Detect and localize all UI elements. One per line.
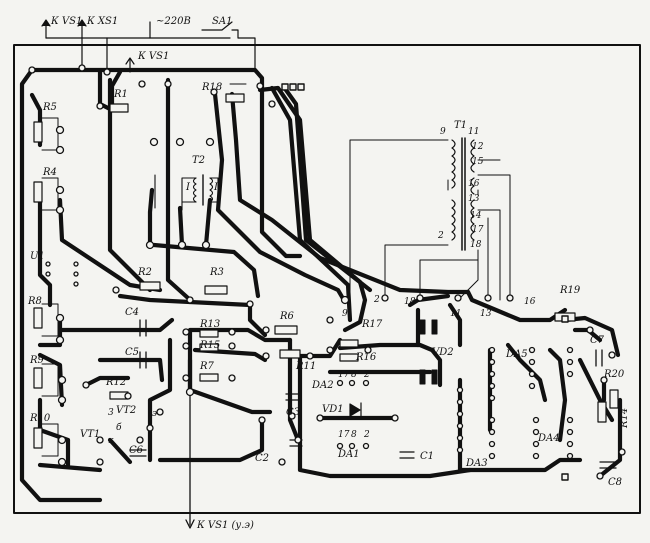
label-c1: C1: [420, 451, 435, 462]
label-r12: R12: [106, 377, 127, 388]
label-r16: R16: [356, 352, 377, 363]
label-r3: R3: [210, 267, 224, 278]
da2-pin-2: 2: [364, 370, 370, 380]
label-vd1: VD1: [322, 404, 344, 415]
label-c7: C7: [590, 335, 605, 346]
t1-pin-15: 15: [472, 157, 484, 167]
label-vt1: VT1: [80, 429, 101, 440]
label-c4: C4: [125, 307, 140, 318]
label-vd2: VD2: [432, 347, 454, 358]
label-220v: ~220В: [156, 16, 191, 27]
label-da4: DA4: [538, 433, 560, 444]
label-t2-winding-1: I: [186, 182, 190, 193]
t1-pin-11: 11: [468, 127, 480, 137]
square-pads: [281, 83, 569, 481]
t1-pin-16: 16: [468, 179, 480, 189]
t1-pin-18: 18: [470, 240, 482, 250]
label-r7: R7: [200, 361, 214, 372]
label-r11: R11: [296, 361, 317, 372]
label-t2: T2: [192, 155, 206, 166]
pad-label-16: 16: [524, 297, 536, 307]
t1-pin-17: 17: [472, 225, 484, 235]
pad-label-11: 11: [450, 309, 462, 319]
vt2-pin-e: э: [152, 409, 158, 419]
t1-wiring: [349, 139, 511, 301]
label-r18: R18: [202, 82, 223, 93]
t1-pin-12: 12: [472, 142, 484, 152]
top-leads: [41, 19, 256, 73]
da2-pin-8: 8: [351, 370, 357, 380]
label-da3: DA3: [466, 458, 488, 469]
label-r14: R14: [619, 407, 630, 428]
vt2-pin-k: к: [108, 436, 114, 446]
bridge-vd2: [419, 319, 438, 385]
label-r8: R8: [28, 296, 42, 307]
t1-pin-14: 14: [470, 211, 482, 221]
label-k-vs1: К VS1: [51, 16, 83, 27]
transformer-t1: [451, 137, 475, 251]
transformer-t2: [154, 174, 219, 211]
label-c2: C2: [255, 453, 270, 464]
pad-label-9: 9: [342, 309, 348, 319]
t1-pin-2: 2: [438, 231, 444, 241]
label-r6: R6: [280, 311, 294, 322]
label-c3: C3: [286, 407, 301, 418]
label-r19: R19: [560, 285, 581, 296]
copper-traces: [19, 67, 623, 503]
label-r5: R5: [43, 102, 57, 113]
bottom-lead: [185, 389, 195, 529]
da1-pin-2: 2: [364, 430, 370, 440]
label-r9: R9: [30, 355, 44, 366]
t1-pin-13: 13: [468, 194, 480, 204]
capacitors: [129, 319, 617, 469]
label-k-vs1-inner: К VS1: [138, 51, 170, 62]
label-r4: R4: [43, 167, 57, 178]
label-u1: U1: [30, 251, 45, 262]
label-vt2: VT2: [116, 405, 137, 416]
label-c8: C8: [608, 477, 623, 488]
pad-label-13: 13: [480, 309, 492, 319]
resistor-bodies: [33, 93, 619, 449]
da2-pin-17: 17: [338, 370, 350, 380]
label-r2: R2: [138, 267, 152, 278]
label-r17: R17: [362, 319, 383, 330]
label-r15: R15: [200, 340, 221, 351]
label-t1: T1: [454, 120, 468, 131]
label-r1: R1: [114, 89, 128, 100]
vt2-pin-3: 3: [108, 408, 114, 418]
label-sa1: SA1: [212, 16, 233, 27]
label-r20: R20: [604, 369, 625, 380]
label-r10: R10: [30, 413, 51, 424]
pad-label-18: 18: [404, 297, 416, 307]
label-c5: C5: [125, 347, 140, 358]
label-r13: R13: [200, 319, 221, 330]
label-da5: DA5: [506, 349, 528, 360]
label-k-xs1: К XS1: [87, 16, 119, 27]
round-pads: [28, 64, 626, 480]
label-c6: C6: [129, 445, 144, 456]
vt2-pin-b: б: [116, 423, 122, 433]
da1-pin-17: 17: [338, 430, 350, 440]
diode-vd1: [349, 402, 362, 418]
pad-label-2: 2: [374, 295, 380, 305]
board-outline: [13, 44, 641, 514]
t1-pin-9: 9: [440, 127, 446, 137]
da1-pin-8: 8: [351, 430, 357, 440]
label-da2: DA2: [312, 380, 334, 391]
label-t2-winding-2: II: [214, 182, 222, 193]
label-k-vs1-bottom: К VS1 (у.э): [197, 520, 254, 531]
label-da1: DA1: [338, 449, 360, 460]
